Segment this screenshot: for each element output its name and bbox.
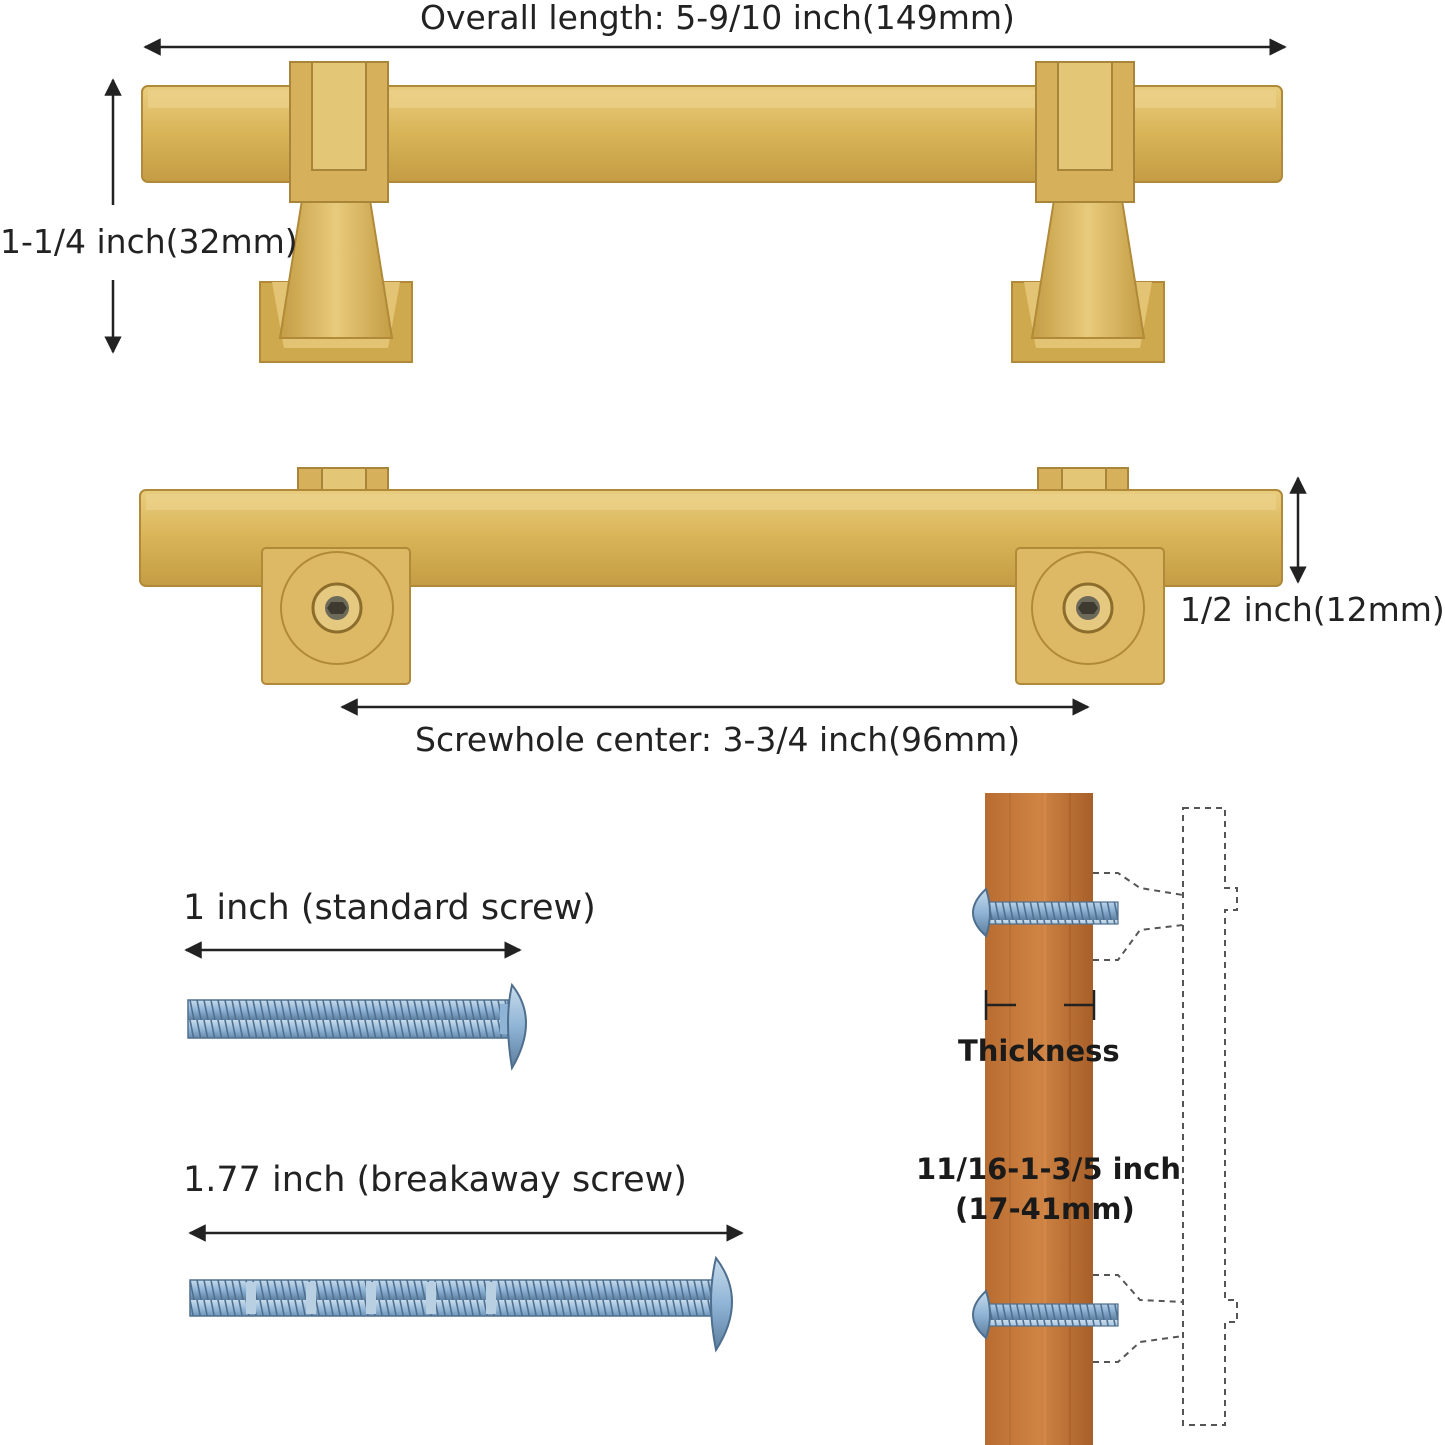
- left-base-plate: [261, 547, 411, 685]
- front-view-handle: [141, 61, 1283, 363]
- handle-outline-dashed: [1093, 807, 1238, 1426]
- thickness-dimension: [984, 990, 1096, 1020]
- right-base-plate: [1015, 547, 1165, 685]
- bar-thickness-label: 1/2 inch(12mm): [1180, 590, 1445, 629]
- installation-diagram: [972, 793, 1238, 1445]
- breakaway-screw-label: 1.77 inch (breakaway screw): [183, 1160, 687, 1200]
- wood-panel: [985, 793, 1093, 1445]
- overall-length-label: Overall length: 5-9/10 inch(149mm): [420, 0, 1015, 37]
- thickness-range-inch: 11/16-1-3/5 inch: [916, 1152, 1182, 1186]
- breakaway-screw: [189, 1255, 733, 1353]
- height-label: 1-1/4 inch(32mm): [0, 222, 298, 261]
- standard-screw-label: 1 inch (standard screw): [183, 888, 596, 928]
- install-screw-top: [972, 887, 1119, 938]
- standard-screw: [187, 982, 527, 1071]
- thickness-label: Thickness: [958, 1034, 1120, 1068]
- install-screw-bottom: [972, 1289, 1119, 1340]
- screwhole-center-label: Screwhole center: 3-3/4 inch(96mm): [415, 720, 1021, 759]
- top-view-handle: [139, 467, 1283, 685]
- thickness-range-mm: (17-41mm): [955, 1192, 1135, 1226]
